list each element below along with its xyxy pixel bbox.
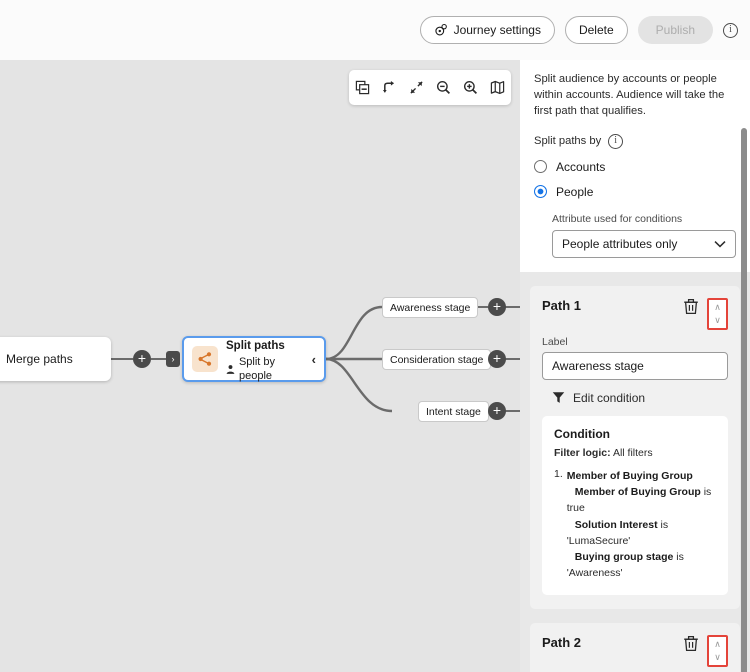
attribute-label: Attribute used for conditions bbox=[552, 212, 683, 225]
panel-header: Split audience by accounts or people wit… bbox=[520, 60, 750, 272]
path-1-label-input[interactable]: Awareness stage bbox=[542, 351, 728, 380]
reorder-path-2-stepper[interactable]: ∧ ∨ bbox=[707, 634, 728, 667]
journey-settings-label: Journey settings bbox=[453, 23, 541, 37]
path-1-label-value: Awareness stage bbox=[552, 358, 644, 373]
rule-field: Member of Buying Group bbox=[574, 485, 701, 498]
rule-field: Buying group stage bbox=[574, 551, 674, 564]
edit-condition-1-label: Edit condition bbox=[573, 390, 646, 405]
rule-value: 'LumaSecure' bbox=[566, 534, 631, 547]
publish-info-icon[interactable]: i bbox=[723, 22, 738, 38]
move-path-2-down-button[interactable]: ∨ bbox=[714, 651, 721, 662]
split-paths-by-label: Split paths by bbox=[534, 135, 602, 148]
path-card-1-header: Path 1 ∧ ∨ bbox=[542, 297, 728, 330]
path-card-2-header: Path 2 ∧ ∨ bbox=[542, 634, 728, 667]
add-step-button-branch-1[interactable]: + bbox=[488, 298, 506, 316]
rule-op: is bbox=[676, 551, 684, 564]
split-paths-settings-panel[interactable]: Split audience by accounts or people wit… bbox=[520, 60, 750, 672]
zoom-out-icon[interactable] bbox=[433, 77, 455, 99]
publish-button[interactable]: Publish bbox=[637, 16, 713, 44]
condition-box-1: Condition Filter logic: All filters 1. M… bbox=[542, 415, 728, 595]
radio-people-label: People bbox=[556, 184, 594, 199]
delete-button[interactable]: Delete bbox=[564, 16, 628, 44]
delete-label: Delete bbox=[578, 23, 614, 37]
filter-icon bbox=[552, 392, 565, 404]
rule-value: 'Awareness' bbox=[566, 567, 623, 580]
path-1-label-caption: Label bbox=[542, 335, 568, 348]
rule-field: Solution Interest bbox=[574, 518, 658, 531]
share-nodes-icon bbox=[192, 346, 218, 372]
attribute-select-value: People attributes only bbox=[562, 236, 678, 251]
branch-label-text: Intent stage bbox=[426, 405, 481, 418]
rule-op: is bbox=[660, 518, 669, 531]
split-paths-by-info-icon[interactable]: i bbox=[608, 133, 624, 149]
path-2-title: Path 2 bbox=[542, 634, 582, 650]
move-path-2-up-button[interactable]: ∧ bbox=[714, 638, 721, 649]
split-node-title: Split paths bbox=[226, 339, 285, 352]
panel-description: Split audience by accounts or people wit… bbox=[534, 73, 725, 117]
node-merge-paths[interactable]: Merge paths bbox=[0, 337, 111, 381]
reorder-path-1-stepper[interactable]: ∧ ∨ bbox=[707, 297, 728, 330]
add-step-button-branch-3[interactable]: + bbox=[488, 402, 506, 420]
condition-1-heading: Condition bbox=[554, 426, 610, 441]
node-split-paths[interactable]: Split paths Split by people ‹ bbox=[182, 336, 326, 382]
condition-1-rule-3: Buying group stage is 'Awareness' bbox=[567, 551, 684, 579]
chevron-left-icon[interactable]: ‹ bbox=[311, 351, 316, 367]
rule-value: true bbox=[566, 502, 585, 515]
chevron-down-icon bbox=[714, 240, 726, 248]
delete-path-1-button[interactable] bbox=[683, 298, 701, 316]
radio-accounts-label: Accounts bbox=[556, 159, 606, 174]
condition-1-group-title: Member of Buying Group bbox=[566, 469, 693, 482]
redo-arrow-icon[interactable] bbox=[379, 77, 401, 99]
path-card-1[interactable]: Path 1 ∧ ∨ Label Awareness st bbox=[530, 285, 740, 609]
radio-option-people[interactable]: People bbox=[534, 185, 736, 199]
path-card-2[interactable]: Path 2 ∧ ∨ Label Consideratio bbox=[530, 622, 740, 672]
edit-condition-1-button[interactable]: Edit condition bbox=[552, 391, 728, 405]
journey-settings-button[interactable]: Journey settings bbox=[419, 16, 555, 44]
split-node-subtitle: Split by people bbox=[226, 356, 304, 384]
branch-label-intent[interactable]: Intent stage bbox=[418, 401, 489, 422]
add-step-button-merge[interactable]: + bbox=[133, 350, 151, 368]
split-node-text: Split paths Split by people bbox=[226, 335, 304, 384]
condition-1-rules: 1. Member of Buying Group Member of Buyi… bbox=[554, 468, 716, 582]
person-icon bbox=[226, 365, 235, 374]
path-1-title: Path 1 bbox=[542, 297, 582, 313]
gear-icon bbox=[434, 23, 447, 36]
split-paths-by-row: Split paths by i bbox=[534, 133, 736, 149]
split-collapse-handle[interactable]: › bbox=[166, 351, 180, 367]
attribute-select[interactable]: People attributes only bbox=[552, 229, 736, 258]
merge-paths-title: Merge paths bbox=[6, 352, 73, 366]
journey-canvas[interactable]: Merge paths + › Split paths bbox=[0, 60, 520, 672]
move-path-1-up-button[interactable]: ∧ bbox=[714, 301, 721, 312]
move-path-1-down-button[interactable]: ∨ bbox=[714, 314, 721, 325]
split-node-subtitle-label: Split by people bbox=[238, 355, 276, 382]
radio-option-accounts[interactable]: Accounts bbox=[534, 160, 736, 174]
condition-1-filter-logic-key: Filter logic: bbox=[554, 446, 611, 459]
add-step-button-branch-2[interactable]: + bbox=[488, 350, 506, 368]
rule-op: is bbox=[703, 485, 712, 498]
panel-scrollbar[interactable] bbox=[741, 128, 747, 672]
radio-people-icon[interactable] bbox=[534, 185, 547, 199]
branch-label-awareness[interactable]: Awareness stage bbox=[382, 297, 479, 318]
branch-label-text: Consideration stage bbox=[390, 353, 484, 366]
branch-label-consideration[interactable]: Consideration stage bbox=[382, 349, 492, 370]
canvas-toolbar[interactable] bbox=[349, 70, 511, 105]
fit-screen-icon[interactable] bbox=[406, 77, 428, 99]
branch-label-text: Awareness stage bbox=[390, 301, 471, 314]
condition-1-number: 1. bbox=[554, 467, 563, 480]
delete-path-2-button[interactable] bbox=[683, 635, 701, 653]
zoom-in-icon[interactable] bbox=[460, 77, 482, 99]
top-toolbar: Journey settings Delete Publish i bbox=[0, 0, 750, 60]
map-icon[interactable] bbox=[487, 77, 509, 99]
radio-accounts-icon[interactable] bbox=[534, 160, 547, 174]
connector-edges bbox=[111, 305, 520, 413]
copy-icon[interactable] bbox=[352, 77, 374, 99]
condition-1-filter-logic: Filter logic: All filters bbox=[554, 447, 716, 459]
condition-1-rule-1: Member of Buying Group is true bbox=[567, 486, 712, 514]
condition-1-rule-2: Solution Interest is 'LumaSecure' bbox=[567, 519, 668, 547]
condition-1-filter-logic-value: All filters bbox=[612, 446, 653, 459]
attribute-field: Attribute used for conditions People att… bbox=[552, 213, 736, 258]
